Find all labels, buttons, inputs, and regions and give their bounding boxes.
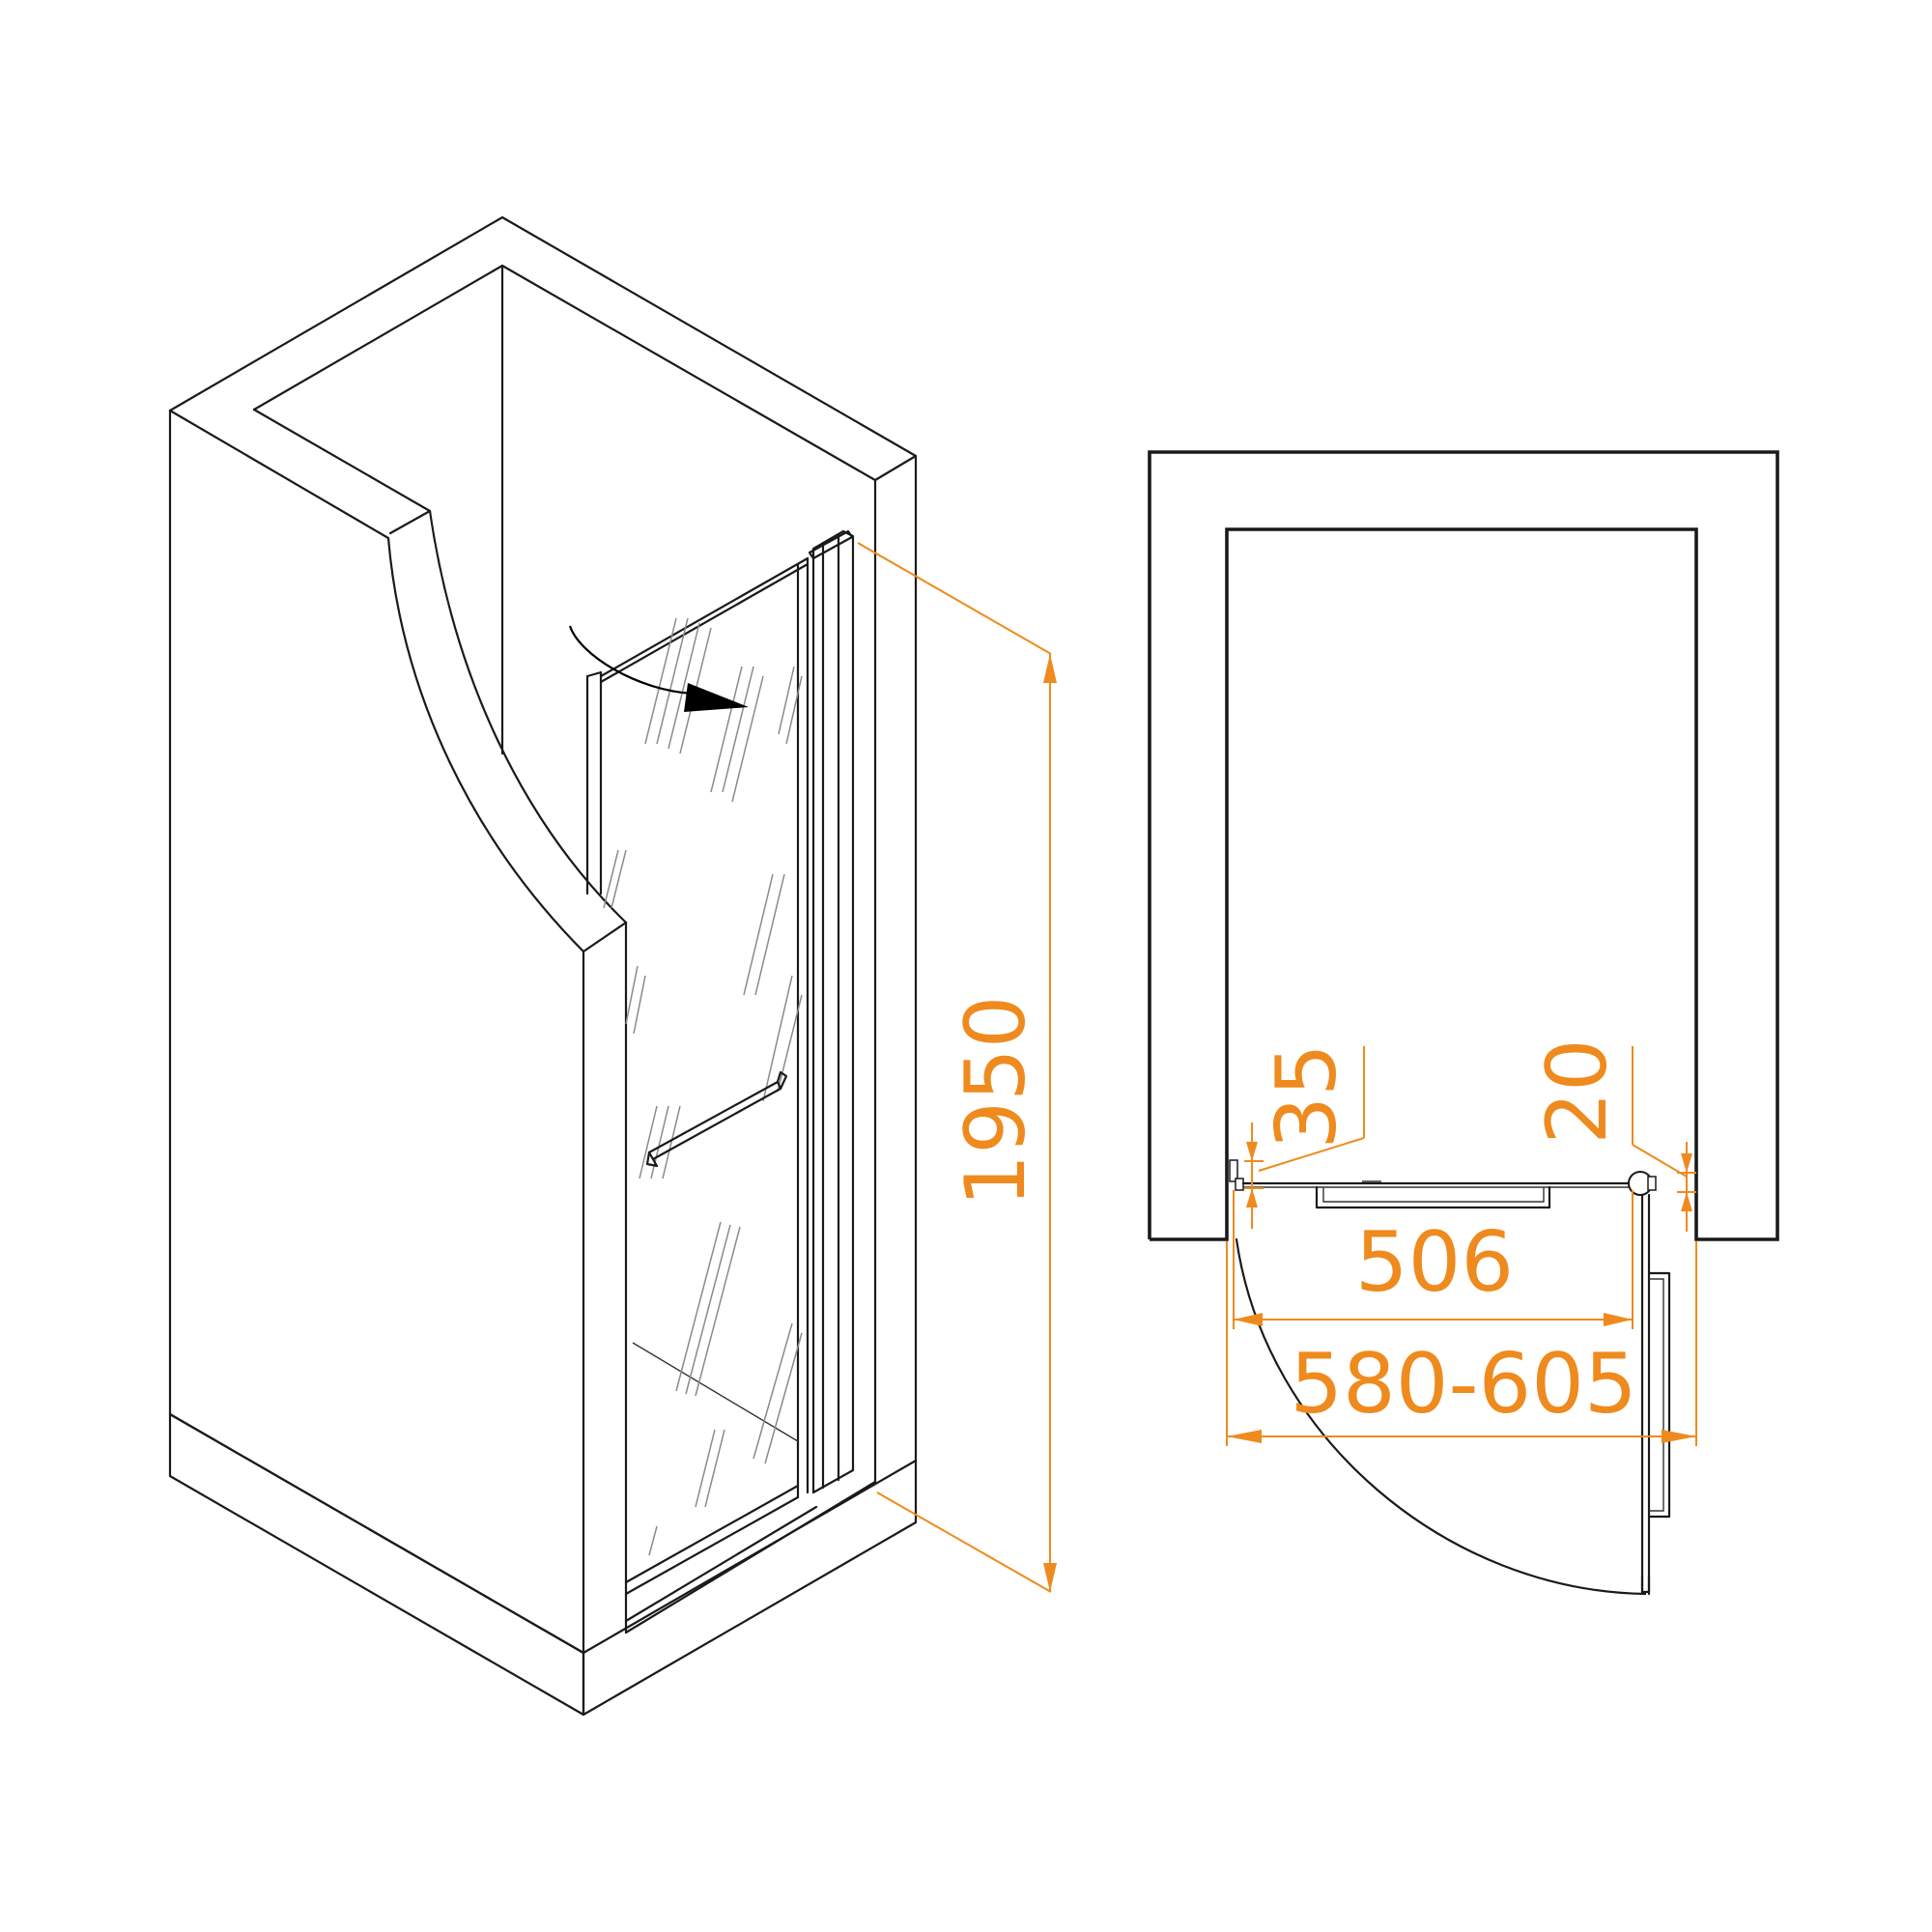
niche-outline [1148,450,1779,1241]
curved-arrow-icon [568,625,749,712]
isometric-view: 1950 [168,215,1057,1717]
opening-range-label: 580-605 [1290,1336,1636,1433]
glass-texture [603,617,803,1556]
opening-range-dimension: 580-605 [1226,1241,1697,1446]
wall-profile [808,529,855,1494]
door-width-label: 506 [1355,1214,1514,1311]
right-offset-label: 20 [1529,1038,1626,1144]
plan-view: 35 20 506 580-605 [1148,450,1779,1596]
height-dimension: 1950 [857,542,1057,1593]
right-offset-dimension: 20 [1529,1038,1696,1232]
niche-walls [168,215,918,1717]
left-offset-dimension: 35 [1244,1043,1365,1229]
door-width-dimension: 506 [1233,1190,1634,1329]
height-label: 1950 [948,996,1044,1208]
glass-door-panel [585,556,810,1596]
door-handle [645,1070,788,1168]
left-offset-label: 35 [1259,1043,1355,1149]
